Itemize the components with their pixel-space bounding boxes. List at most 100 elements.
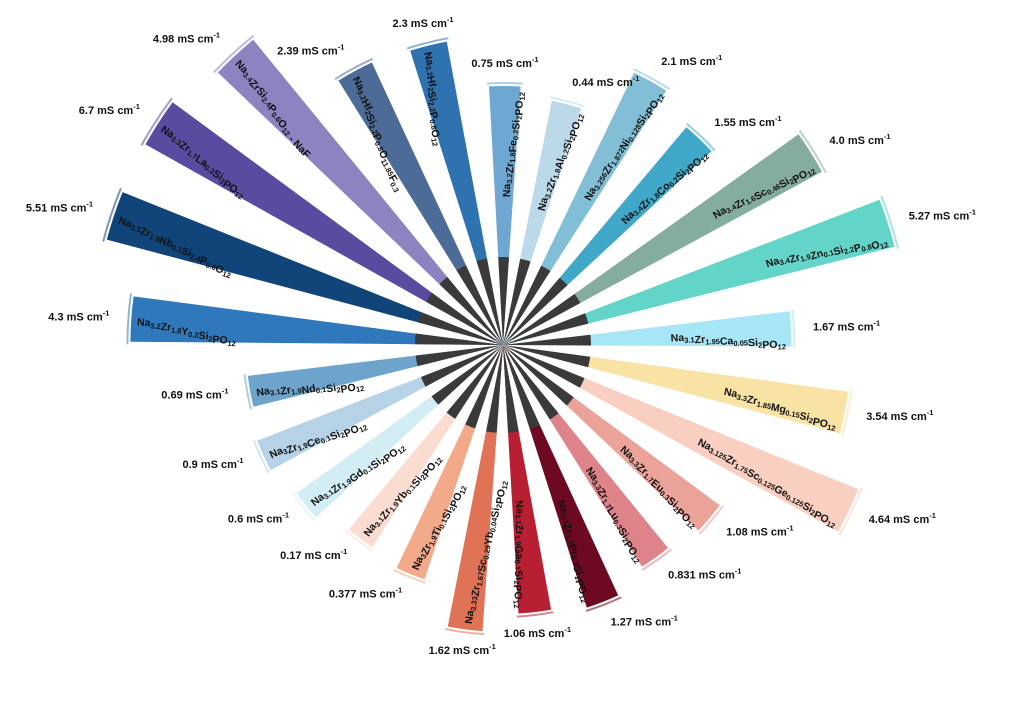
- wedge-rim-20: [393, 569, 426, 584]
- value-label-0: 4.3 mS cm-1: [48, 308, 109, 323]
- wedge-core-22: [431, 345, 503, 405]
- wedge-rim-8: [632, 68, 671, 91]
- wedge-core-5: [476, 258, 503, 345]
- formula-label-5: Na3.2Hf2Si2.2P0.8O12: [408, 51, 455, 148]
- wedge-core-4: [456, 265, 503, 345]
- wedge-core-6: [498, 256, 509, 345]
- value-label-18: 1.06 mS cm-1: [504, 625, 571, 640]
- wedge-core-0: [415, 333, 503, 345]
- wedge-rim-21: [344, 529, 373, 552]
- value-label-17: 1.27 mS cm-1: [611, 613, 678, 628]
- formula-label-6: Na3.2Zr1.8Fe0.2Si2PO12: [501, 92, 527, 197]
- value-label-16: 0.831 mS cm-1: [668, 567, 741, 582]
- wedge-3: [217, 39, 503, 346]
- wedge-core-14: [503, 345, 585, 388]
- wedge-rim-24: [243, 374, 252, 410]
- wedge-core-2: [426, 292, 503, 345]
- value-label-1: 5.51 mS cm-1: [26, 200, 93, 215]
- formula-label-7: Na3.2Zr1.8Al0.2Si2PO12: [536, 109, 587, 215]
- formula-label-11: Na3.4Zr1.9Zn0.1Si2.2P0.8O12: [764, 222, 889, 286]
- wedge-core-16: [503, 345, 559, 420]
- wedge-rim-3: [213, 35, 255, 74]
- formula-label-12: Na3.1Zr1.95Ca0.05Si2PO12: [670, 326, 786, 358]
- value-label-23: 0.9 mS cm-1: [183, 456, 244, 471]
- value-label-10: 4.0 mS cm-1: [830, 132, 891, 147]
- wedge-rim-7: [550, 96, 585, 108]
- wedge-core-8: [503, 265, 551, 345]
- wedge-rim-1: [102, 187, 122, 242]
- formula-label-13: Na3.3Zr1.85Mg0.15Si2PO12: [720, 386, 839, 433]
- value-label-7: 0.44 mS cm-1: [572, 74, 639, 89]
- formula-label-24: Na3.1Zr1.9Nd0.1Si2PO12: [255, 368, 365, 412]
- wedge-core-20: [465, 345, 503, 429]
- wedge-14: [503, 345, 859, 532]
- formula-label-1: Na3.3Zr1.9Nb0.1Si2.4P0.6O12: [112, 214, 238, 280]
- value-label-2: 6.7 mS cm-1: [79, 102, 140, 117]
- wedge-core-21: [446, 345, 503, 419]
- wedge-rim-10: [798, 129, 827, 174]
- formula-label-23: Na3Zr1.9Ce0.1Si2PO12: [268, 408, 369, 473]
- wedge-core-19: [486, 345, 503, 433]
- value-label-12: 1.67 mS cm-1: [813, 319, 880, 334]
- value-label-8: 2.1 mS cm-1: [661, 53, 722, 68]
- formula-label-17: Na3.3Zr1.7Pr0.3Si2PO12: [542, 498, 603, 604]
- value-label-9: 1.55 mS cm-1: [714, 114, 781, 129]
- wedge-rim-22: [292, 493, 316, 522]
- wedge-rim-16: [641, 548, 672, 571]
- wedge-rim-4: [334, 57, 374, 81]
- wedge-layer: [102, 35, 900, 636]
- wedge-rim-6: [486, 81, 523, 85]
- wedge-rim-12: [791, 308, 796, 349]
- wedge-rim-18: [516, 611, 554, 618]
- wedge-core-17: [503, 345, 540, 429]
- wedge-rim-19: [445, 628, 485, 636]
- wedge-rim-0: [126, 293, 132, 345]
- wedge-13: [503, 345, 849, 434]
- wedge-core-12: [503, 334, 592, 346]
- value-label-19: 1.62 mS cm-1: [429, 642, 496, 657]
- formula-label-19: Na3.33Zr1.67Sc0.29Yb0.04Si2PO12: [463, 478, 510, 627]
- wedge-core-11: [503, 313, 589, 345]
- wedge-rim-9: [686, 122, 716, 152]
- value-label-11: 5.27 mS cm-1: [909, 207, 976, 222]
- wedge-10: [503, 134, 822, 345]
- wedge-6: [489, 86, 521, 346]
- wedge-core-3: [439, 276, 503, 345]
- wedge-1: [106, 192, 504, 345]
- wedge-rim-15: [698, 505, 725, 535]
- value-label-6: 0.75 mS cm-1: [471, 55, 538, 70]
- wedge-11: [503, 199, 895, 345]
- value-label-3: 4.98 mS cm-1: [153, 30, 220, 45]
- formula-label-20: Na3Zr1.9Ti0.1Si2PO12: [410, 479, 469, 577]
- value-label-15: 1.08 mS cm-1: [726, 523, 793, 538]
- wedge-core-10: [503, 293, 581, 345]
- value-label-20: 0.377 mS cm-1: [329, 585, 402, 600]
- value-label-14: 4.64 mS cm-1: [869, 511, 936, 526]
- wedge-core-9: [503, 277, 568, 345]
- formula-label-0: Na3.2Zr1.8Y0.2Si2PO12: [136, 316, 237, 348]
- wedge-rim-11: [880, 195, 900, 249]
- wedge-core-13: [503, 345, 591, 368]
- formula-label-18: Na3.1Zr1.9Ga0.1Si2PO12: [500, 500, 538, 609]
- wedge-core-23: [421, 345, 503, 387]
- value-label-21: 0.17 mS cm-1: [280, 547, 347, 562]
- value-label-24: 0.69 mS cm-1: [161, 386, 228, 401]
- value-label-5: 2.3 mS cm-1: [392, 15, 453, 30]
- wedge-rim-17: [585, 596, 622, 612]
- value-label-4: 2.39 mS cm-1: [277, 43, 344, 58]
- wedge-rim-2: [140, 97, 173, 146]
- wedge-core-15: [503, 345, 574, 406]
- wedge-0: [130, 296, 503, 345]
- value-label-22: 0.6 mS cm-1: [228, 511, 289, 526]
- wedge-core-7: [503, 258, 531, 345]
- wedge-rim-23: [252, 439, 270, 474]
- value-label-13: 3.54 mS cm-1: [866, 408, 933, 423]
- wedge-rim-14: [838, 487, 864, 536]
- wedge-core-24: [415, 345, 503, 367]
- wedge-rim-5: [406, 37, 449, 50]
- wedge-2: [145, 102, 503, 345]
- wedge-rim-13: [841, 389, 853, 437]
- wedge-core-1: [418, 312, 503, 345]
